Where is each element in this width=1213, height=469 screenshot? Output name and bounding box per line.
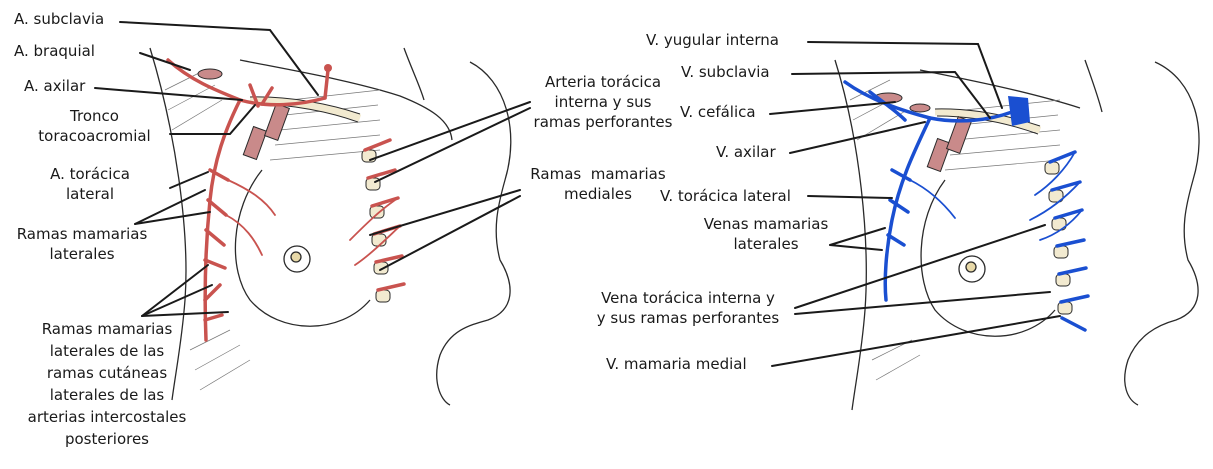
label-ramas-laterales: Ramas mamarias laterales (12, 224, 152, 264)
label-arteria-toracica-interna-line-3: ramas perforantes (528, 112, 678, 132)
leader-a-subclavia (120, 22, 318, 95)
label-v-mamaria-medial: V. mamaria medial (606, 354, 747, 374)
label-arteria-toracica-interna: Arteria torácica interna y sus ramas per… (528, 72, 678, 132)
label-a-subclavia: A. subclavia (14, 9, 104, 29)
left-illustration (150, 48, 511, 405)
label-ramas-mediales-line-1: Ramas mamarias (518, 164, 678, 184)
label-venas-laterales-line-2: laterales (696, 234, 836, 254)
label-vena-toracica-interna-line-1: Vena torácica interna y (578, 288, 798, 308)
leader-a-toracica-lateral (170, 172, 208, 188)
label-ramas-cutaneas-line-2: laterales de las (12, 340, 202, 362)
label-ramas-laterales-line-2: laterales (12, 244, 152, 264)
label-vena-toracica-interna: Vena torácica interna y y sus ramas perf… (578, 288, 798, 328)
leader-venas-laterales-1 (830, 228, 885, 245)
label-a-axilar: A. axilar (24, 76, 85, 96)
label-ramas-cutaneas: Ramas mamarias laterales de las ramas cu… (12, 318, 202, 450)
leader-venas-laterales-2 (830, 245, 882, 250)
label-v-toracica-lateral: V. torácica lateral (660, 186, 791, 206)
label-v-axilar: V. axilar (716, 142, 776, 162)
right-nipple (966, 262, 976, 272)
leader-tronco (170, 105, 255, 134)
leader-toracica-interna-2 (375, 108, 530, 182)
label-venas-laterales: Venas mamarias laterales (696, 214, 836, 254)
leader-v-mamaria-medial (772, 316, 1060, 366)
label-ramas-cutaneas-line-3: ramas cutáneas (12, 362, 202, 384)
left-nipple (291, 252, 301, 262)
left-small-branches (226, 180, 400, 265)
label-venas-laterales-line-1: Venas mamarias (696, 214, 836, 234)
label-a-braquial: A. braquial (14, 41, 95, 61)
right-right-breast-outline (1125, 62, 1199, 405)
label-ramas-cutaneas-line-5: arterias intercostales (12, 406, 202, 428)
label-arteria-toracica-interna-line-2: interna y sus (528, 92, 678, 112)
label-ramas-mediales: Ramas mamarias mediales (518, 164, 678, 204)
label-ramas-cutaneas-line-6: posteriores (12, 428, 202, 450)
label-ramas-cutaneas-line-4: laterales de las (12, 384, 202, 406)
label-vena-toracica-interna-line-2: y sus ramas perforantes (578, 308, 798, 328)
label-ramas-laterales-line-1: Ramas mamarias (12, 224, 152, 244)
label-v-yugular: V. yugular interna (646, 30, 779, 50)
left-breast-outline (235, 170, 370, 326)
leader-ramas-mediales-2 (380, 196, 520, 270)
leader-v-toracica-lateral (808, 196, 892, 198)
leader-toracica-interna-1 (370, 102, 530, 160)
right-neck-outline (1085, 60, 1102, 112)
leader-v-axilar (790, 122, 925, 153)
label-a-toracica-lateral-line-1: A. torácica (40, 164, 140, 184)
label-tronco: Tronco toracoacromial (12, 106, 177, 146)
left-muscle-slabs (198, 69, 289, 159)
label-ramas-mediales-line-2: mediales (518, 184, 678, 204)
label-arteria-toracica-interna-line-1: Arteria torácica (528, 72, 678, 92)
label-v-subclavia: V. subclavia (681, 62, 770, 82)
leader-a-braquial (140, 53, 190, 70)
label-tronco-line-2: toracoacromial (12, 126, 177, 146)
left-neck-outline (404, 48, 424, 100)
leader-v-yugular (808, 42, 1002, 108)
label-a-toracica-lateral: A. torácica lateral (40, 164, 140, 204)
label-a-toracica-lateral-line-2: lateral (40, 184, 140, 204)
label-ramas-cutaneas-line-1: Ramas mamarias (12, 318, 202, 340)
label-tronco-line-1: Tronco (12, 106, 177, 126)
label-v-cefalica: V. cefálica (680, 102, 756, 122)
